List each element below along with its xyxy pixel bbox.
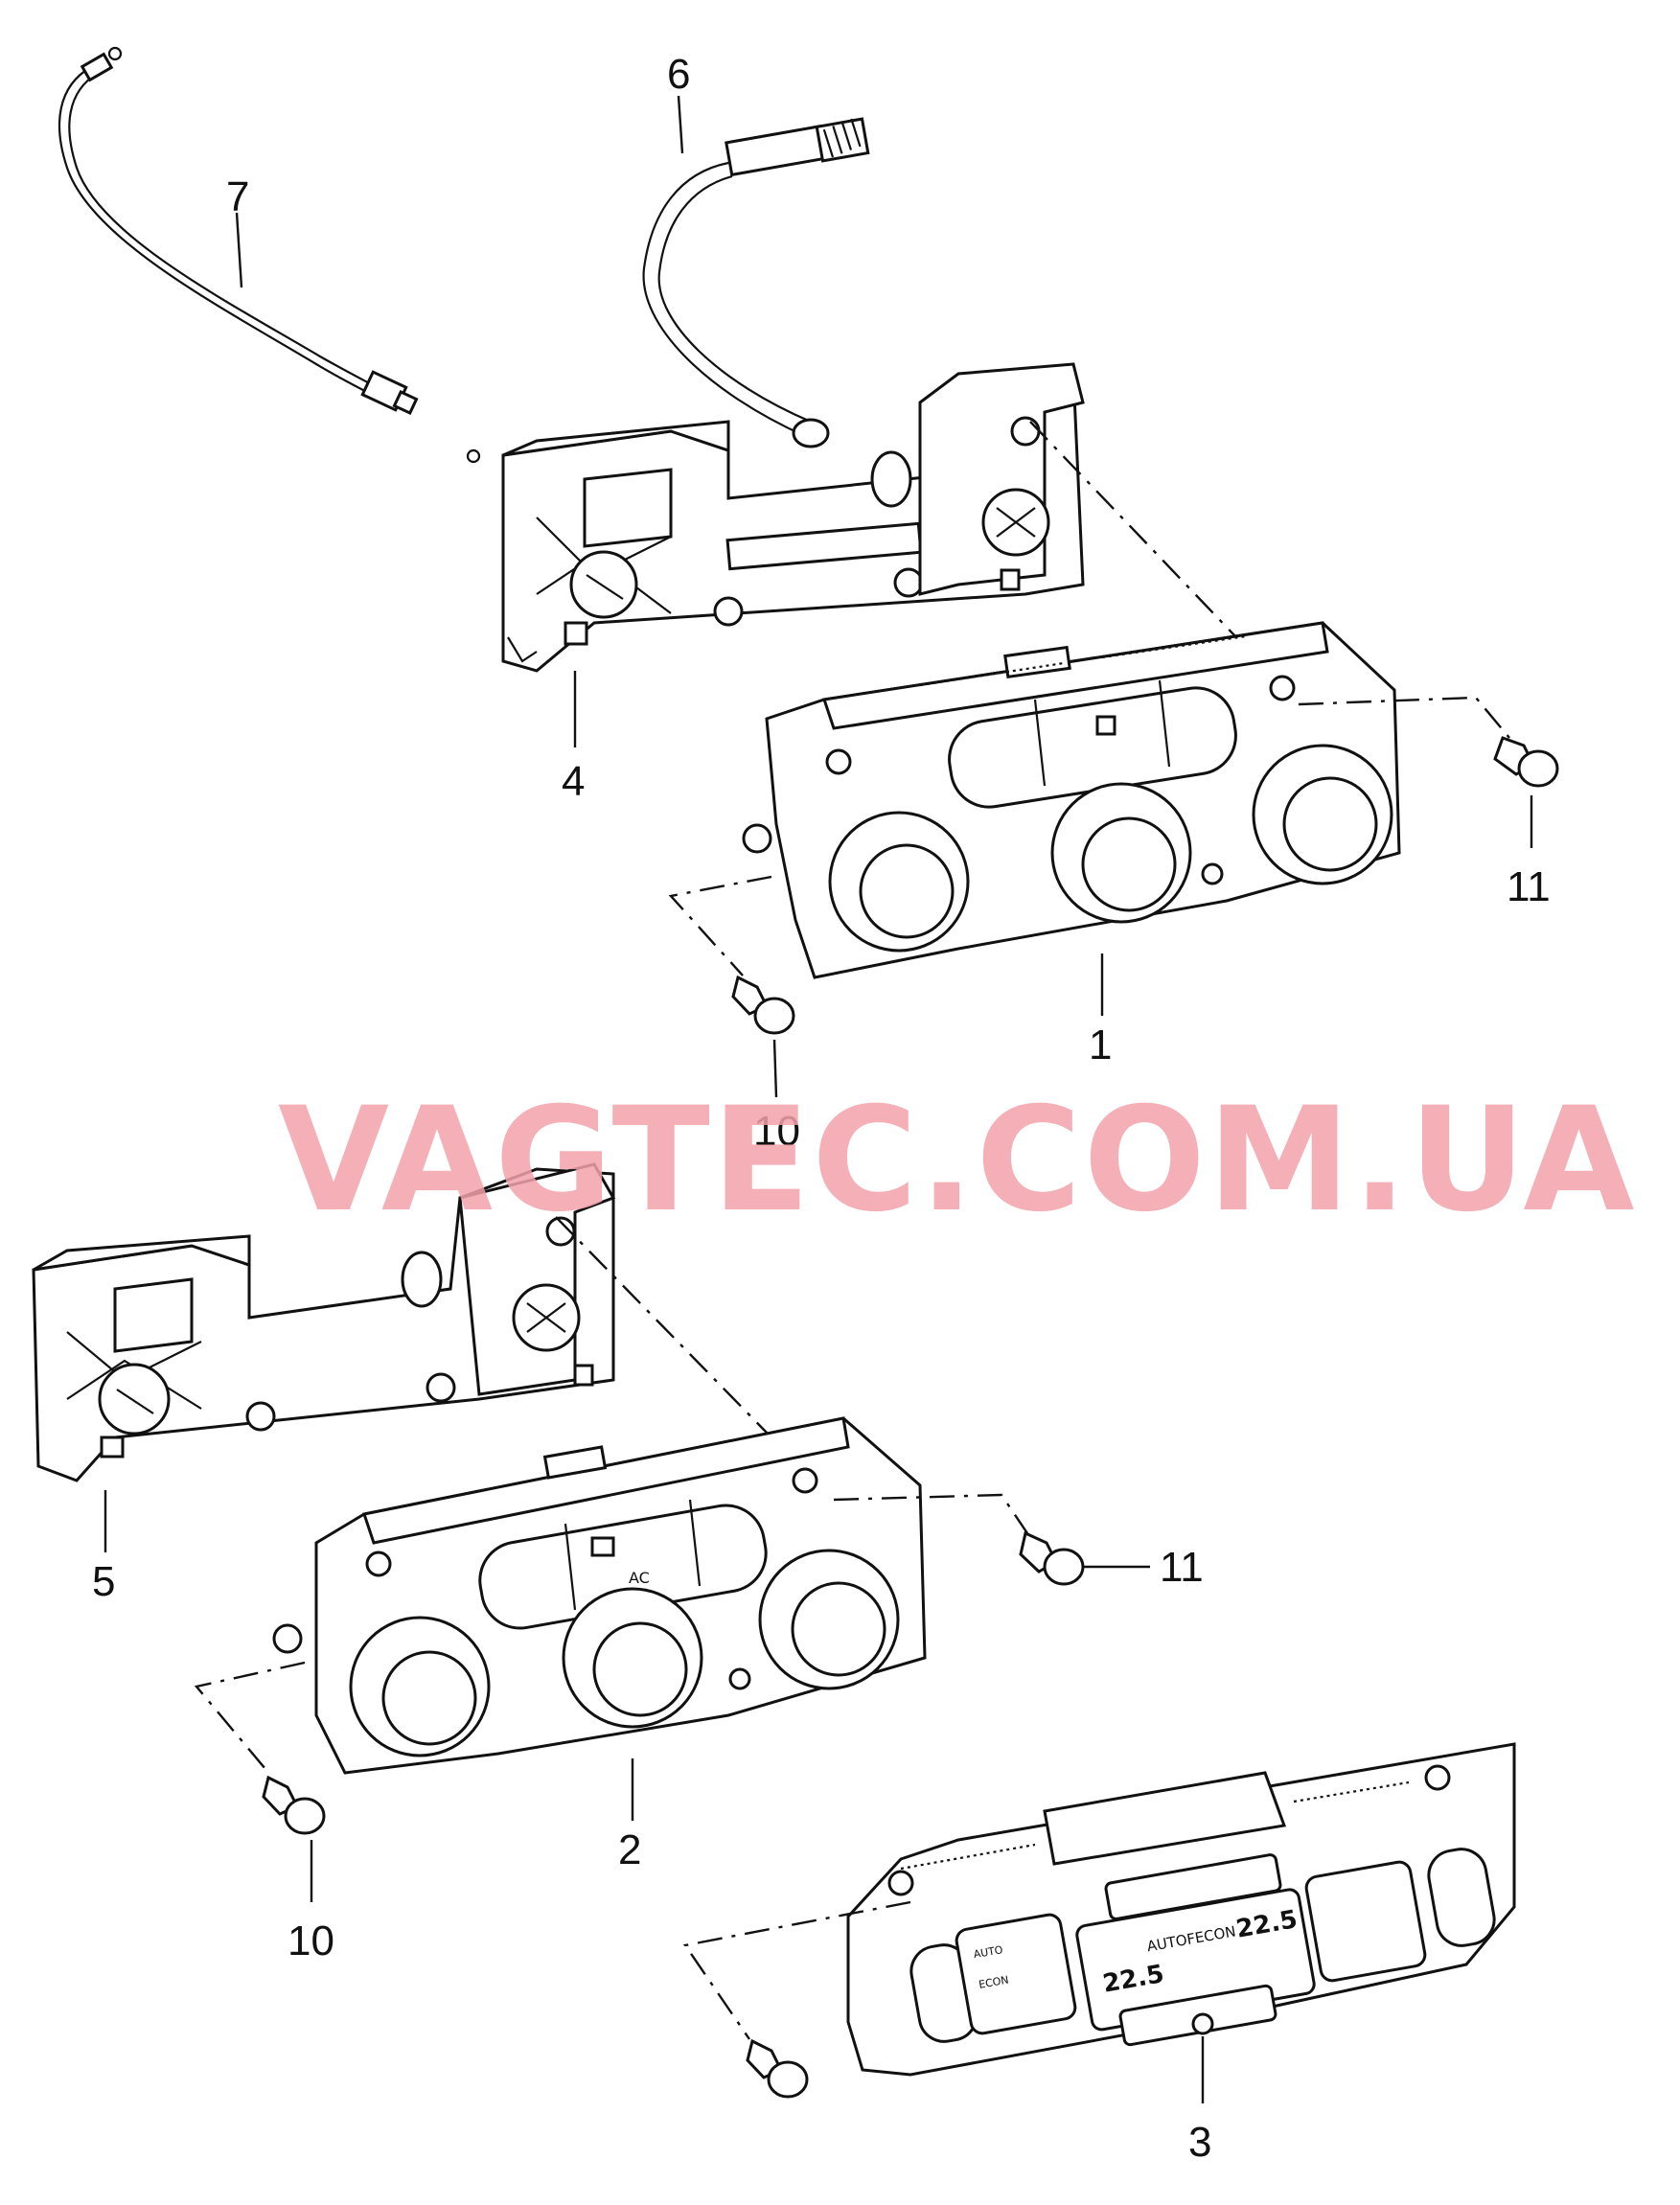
- assembly-lines: [194, 421, 1510, 2040]
- watermark-text: VAGTEC.COM.UA: [278, 1077, 1636, 1244]
- callout-labels: 7 6 4 1 11 10 5 2 11 10 3: [92, 51, 1551, 2166]
- part-2-control-panel: AC: [272, 1416, 927, 1775]
- callout-3: 3: [1188, 2119, 1211, 2166]
- part-4-bracket: [501, 362, 1085, 673]
- callout-2: 2: [618, 1826, 641, 1873]
- part-1-control-panel: [742, 621, 1401, 979]
- callout-11-lower: 11: [1160, 1544, 1204, 1591]
- callout-11-upper: 11: [1507, 863, 1551, 910]
- callout-1: 1: [1089, 1022, 1112, 1068]
- callout-5: 5: [92, 1558, 115, 1605]
- screw-11-upper: [1493, 736, 1559, 788]
- screw-11-lower: [1019, 1530, 1085, 1586]
- part-5-bracket: [32, 1162, 616, 1482]
- screw-10-lower: [262, 1775, 326, 1835]
- screw-10-bottom: [746, 2038, 809, 2099]
- part-7-cable: [58, 46, 481, 464]
- callout-10-lower: 10: [288, 1918, 334, 1964]
- screw-10-upper: [731, 975, 795, 1035]
- ac-label: AC: [629, 1569, 650, 1587]
- auto-button-label: AUTO: [973, 1943, 1004, 1961]
- callout-10-upper: 10: [753, 1108, 800, 1155]
- part-6-cable: [642, 117, 870, 448]
- callout-6: 6: [667, 51, 690, 98]
- leader-lines: [104, 95, 1533, 2103]
- callout-4: 4: [562, 758, 585, 805]
- econ-button-label: ECON: [978, 1974, 1009, 1991]
- part-3-climatronic-panel: AUTOFECON 22.5 22.5 AUTO ECON: [846, 1742, 1516, 2077]
- callout-7: 7: [226, 173, 249, 220]
